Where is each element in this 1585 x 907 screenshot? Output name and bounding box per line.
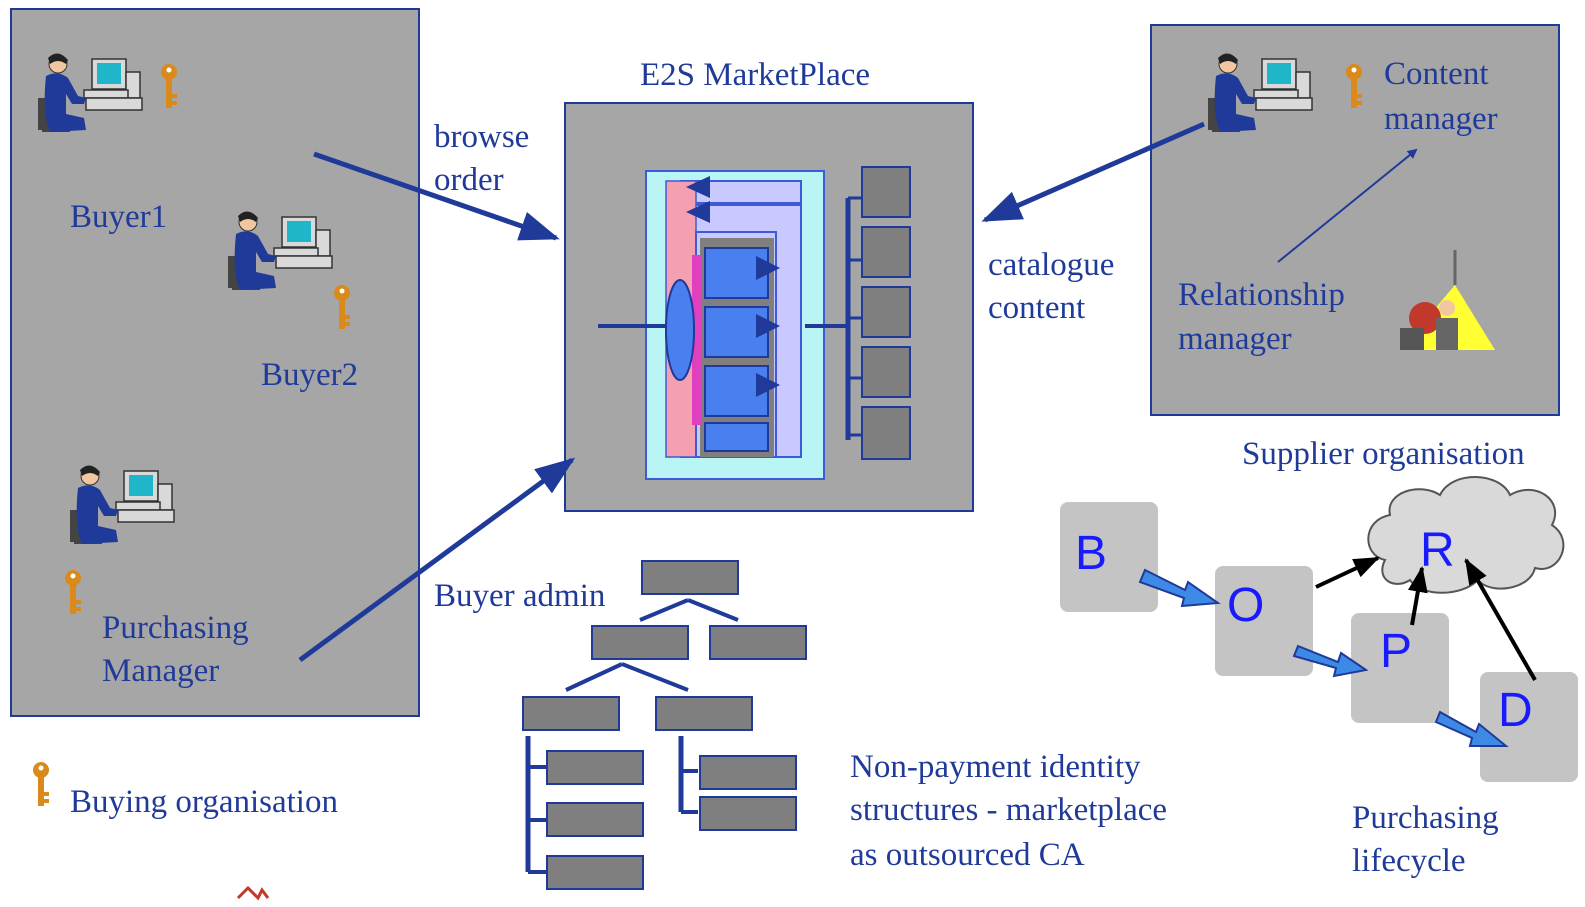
relationship-manager-label-line1: Relationship: [1178, 277, 1345, 313]
catalogue-content-arrow: [981, 121, 1206, 223]
buying-organisation-legend-label: Buying organisation: [70, 784, 338, 820]
content-label: content: [988, 290, 1086, 326]
content-manager-label-line2: manager: [1384, 101, 1498, 137]
relationship-manager-icon: [1400, 250, 1495, 350]
identity-note-line1: Non-payment identity: [850, 749, 1141, 785]
lifecycle-step-b: B: [1075, 527, 1108, 580]
buyer1-label: Buyer1: [70, 199, 168, 235]
browse-label: browse: [434, 119, 530, 155]
relationship-content-arrow: [1277, 148, 1418, 263]
identity-note-line2: structures - marketplace: [850, 792, 1168, 828]
lifecycle-step-r: R: [1420, 524, 1455, 577]
purchasing-manager-label-line2: Manager: [102, 653, 220, 689]
lifecycle-flow-arrows: [1138, 568, 1509, 747]
relationship-manager-label-line2: manager: [1178, 321, 1292, 357]
buyer1-key-icon: [161, 64, 177, 108]
purchasing-manager-key-icon: [65, 570, 81, 614]
buyer2-label: Buyer2: [261, 357, 359, 393]
lifecycle-step-p: P: [1380, 625, 1413, 678]
cloud-shape: [1367, 476, 1565, 594]
lifecycle-step-d: D: [1498, 684, 1533, 737]
content-manager-key-icon: [1346, 64, 1362, 108]
legend-key-icon: [33, 762, 49, 806]
order-label: order: [434, 162, 504, 198]
browse-order-arrow: [313, 151, 560, 241]
content-manager-label-line1: Content: [1384, 56, 1489, 92]
purchasing-manager-arrow: [298, 457, 576, 663]
identity-note-line3: as outsourced CA: [850, 837, 1085, 873]
buyer-admin-tree: [522, 560, 807, 890]
buyer-admin-label: Buyer admin: [434, 578, 606, 614]
marketplace-architecture: [598, 166, 911, 480]
lifecycle-step-o: O: [1227, 579, 1265, 632]
catalogue-label: catalogue: [988, 247, 1115, 283]
logo-fragment-icon: [236, 885, 270, 901]
content-manager-workstation-icon: [1207, 52, 1313, 133]
purchasing-lifecycle-caption-line1: Purchasing: [1352, 800, 1499, 836]
buyer1-workstation-icon: [37, 52, 143, 133]
purchasing-manager-workstation-icon: [69, 464, 175, 545]
marketplace-title: E2S MarketPlace: [640, 57, 871, 93]
buyer2-key-icon: [334, 285, 350, 329]
purchasing-manager-label-line1: Purchasing: [102, 610, 249, 646]
purchasing-lifecycle-caption-line2: lifecycle: [1352, 843, 1466, 879]
buyer2-workstation-icon: [227, 210, 333, 291]
supplier-organisation-caption: Supplier organisation: [1242, 436, 1525, 472]
